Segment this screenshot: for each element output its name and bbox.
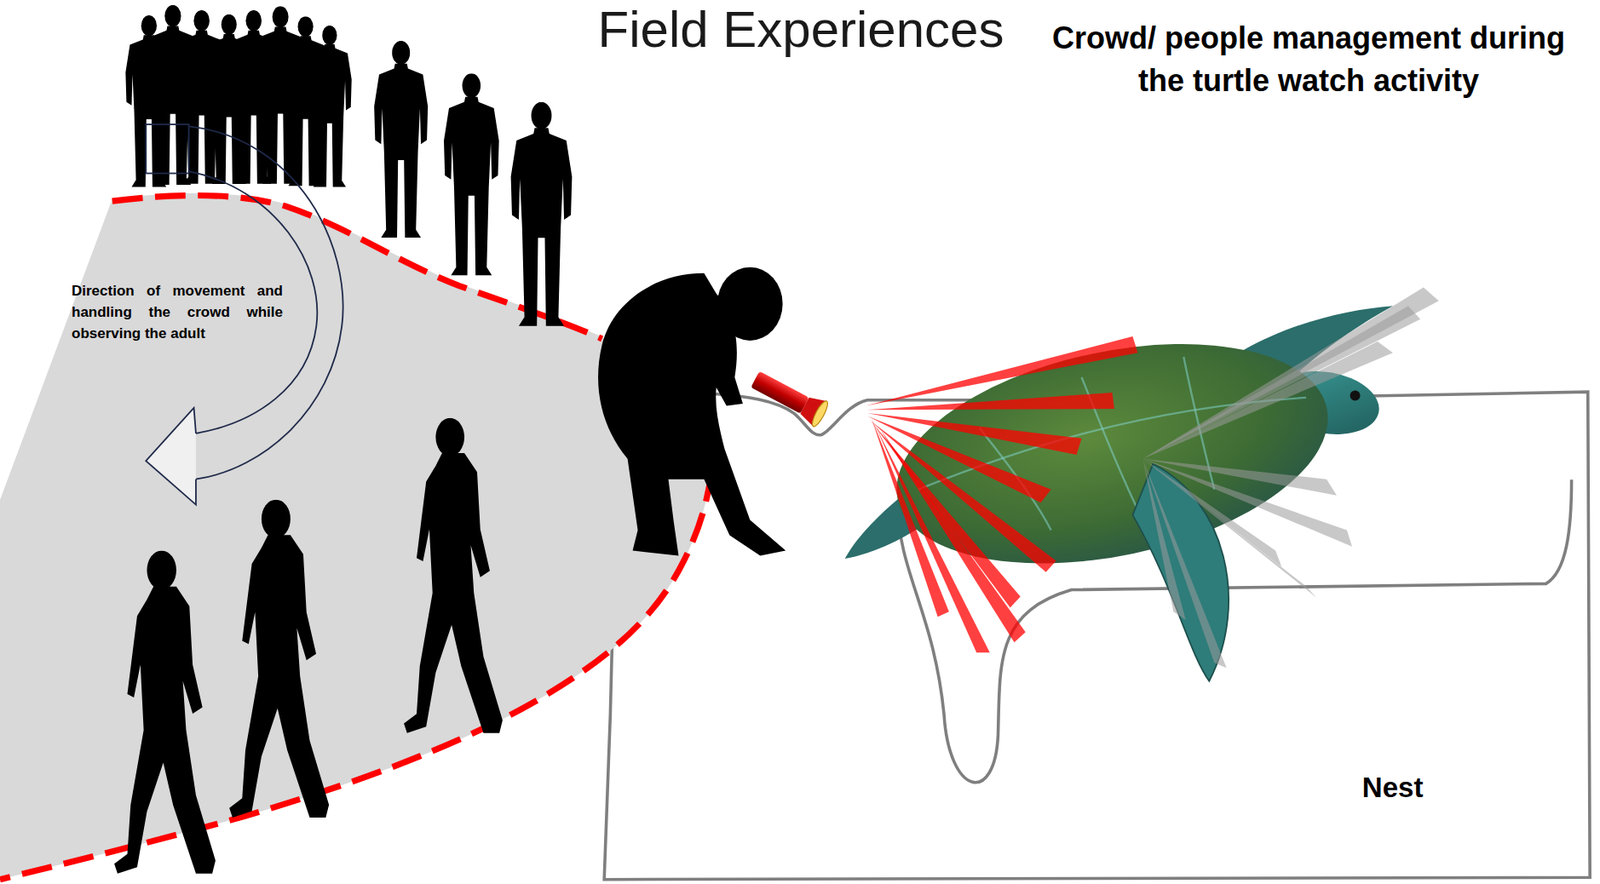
torch-ray <box>871 418 950 617</box>
person-silhouette <box>282 16 329 186</box>
person-silhouette <box>511 102 573 327</box>
light-ray <box>1142 459 1282 568</box>
torch-lens <box>809 399 830 429</box>
light-ray <box>1142 459 1337 496</box>
torch-ray <box>872 423 1021 609</box>
light-ray <box>1142 459 1353 547</box>
shell-pattern <box>1183 356 1215 490</box>
person-silhouette <box>125 15 173 187</box>
turtle-head <box>1268 363 1384 443</box>
person-silhouette <box>178 10 226 185</box>
torch-ray <box>869 420 1056 572</box>
shell-pattern <box>918 397 1307 490</box>
node-shape <box>598 385 1595 884</box>
torch-ray <box>875 425 990 653</box>
torch-ray <box>865 336 1139 406</box>
person-silhouette <box>148 5 198 185</box>
light-ray <box>1142 341 1393 460</box>
slide-title: Field Experiences <box>545 0 1057 60</box>
turtle-flipper <box>1193 305 1393 419</box>
light-ray <box>1142 459 1226 668</box>
arrow-tail-box <box>145 124 189 173</box>
torch-ray <box>867 415 1052 503</box>
torch-ray <box>867 413 1083 455</box>
person-silhouette <box>230 10 278 185</box>
person-silhouette <box>443 73 500 276</box>
shell-pattern <box>979 428 1052 531</box>
person-silhouette <box>206 14 253 185</box>
person-silhouette <box>256 5 306 185</box>
node-text: Nest <box>1362 771 1465 806</box>
person-silhouette <box>307 25 352 188</box>
light-ray <box>1142 459 1317 599</box>
torch-body <box>750 371 809 415</box>
nest-outline-line <box>604 391 1590 880</box>
light-ray <box>1142 305 1421 460</box>
light-ray <box>1142 287 1439 460</box>
light-ray <box>1142 459 1186 621</box>
node-text: Direction of movement and handling the c… <box>71 280 283 345</box>
nest-outline: Nest <box>598 385 1595 884</box>
turtle-flipper <box>1132 464 1229 682</box>
guide-head <box>717 267 783 341</box>
heading-text: Crowd/ people management during the turt… <box>1040 17 1577 103</box>
turtle-shell <box>876 308 1349 599</box>
person-silhouette <box>374 40 428 238</box>
nest-pit-line <box>897 479 1572 783</box>
turtle-flipper <box>845 479 944 559</box>
crowd-path-area: Direction of movement and handling the c… <box>0 189 727 884</box>
